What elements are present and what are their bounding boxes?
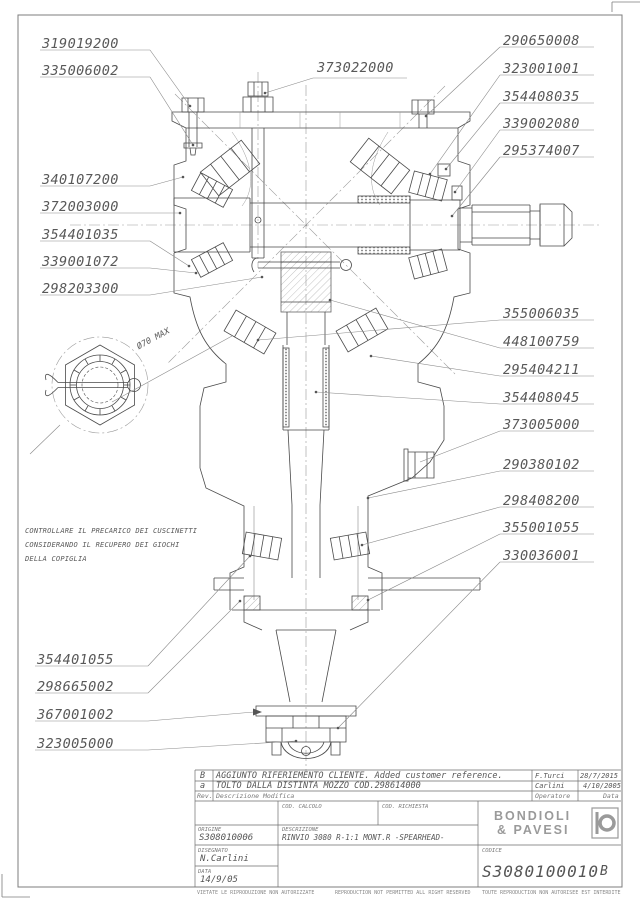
part-callout: 367001002	[37, 707, 114, 723]
bondioli-pavesi-logo-text: & PAVESI	[497, 823, 570, 837]
disegnato-label: DISEGNATO	[198, 848, 228, 854]
descrizione-label: DESCRIZIONE	[282, 827, 319, 833]
part-callout: 339001072	[42, 254, 119, 270]
origine-label: ORIGINE	[198, 827, 222, 833]
part-callout: 319019200	[42, 36, 119, 52]
disegnato-value: N.Carlini	[200, 854, 249, 864]
note-line: CONSIDERANDO IL RECUPERO DEI GIOCHI	[25, 541, 180, 549]
part-callout: 290650008	[503, 33, 580, 49]
part-callout: 339002080	[503, 116, 580, 132]
part-callout: 448100759	[503, 334, 580, 350]
part-callout: 323001001	[503, 61, 580, 77]
footer-notice-fr: TOUTE REPRODUCTION NON AUTORISEE EST INT…	[482, 890, 621, 896]
bondioli-pavesi-logo-mark	[591, 807, 619, 839]
cover-bolt-left	[181, 97, 205, 156]
breather-plug	[242, 81, 274, 259]
part-callout: 290380102	[503, 457, 580, 473]
part-callout: 355006035	[503, 306, 580, 322]
callout-leaders	[35, 46, 594, 751]
part-callout: 373005000	[503, 417, 580, 433]
note-line: CONTROLLARE IL PRECARICO DEI CUSCINETTI	[25, 527, 198, 535]
part-callout: 295374007	[503, 143, 580, 159]
footer-notice-it: VIETATE LE RIPRODUZIONE NON AUTORIZZATE	[197, 890, 315, 896]
revision-operator: Carlini	[535, 782, 565, 790]
cover-bolt-right	[411, 99, 435, 128]
part-callout: 354401035	[42, 227, 119, 243]
revision-date: 28/7/2015	[580, 772, 618, 780]
leader-endpoints	[178, 91, 457, 743]
centerlines	[51, 72, 600, 772]
gearbox-housing	[171, 111, 481, 631]
part-callout: 323005000	[37, 736, 114, 752]
revision-header-rev: Rev.	[197, 792, 213, 800]
bondioli-pavesi-logo-text: BONDIOLI	[494, 809, 572, 823]
revision-date: 4/10/2005	[583, 782, 621, 790]
cod-calcolo-label: COD. CALCOLO	[282, 804, 322, 810]
part-callout: 373022000	[317, 60, 394, 76]
codice-label: CODICE	[482, 848, 502, 854]
part-callout: 298408200	[503, 493, 580, 509]
data-label: DATA	[198, 869, 212, 875]
codice-value: S3080100010	[482, 862, 599, 881]
part-callout: 330036001	[503, 548, 580, 564]
part-callout: 340107200	[42, 172, 119, 188]
revision-header-date: Data	[603, 792, 619, 800]
revision-description: TOLTO DALLA DISTINTA MOZZO COD.298614000	[216, 781, 421, 791]
part-callout: 354408035	[503, 89, 580, 105]
output-shaft	[251, 251, 357, 759]
revision-header-operator: Operatore	[535, 792, 571, 800]
part-callout: 354408045	[503, 390, 580, 406]
title-block-grid	[194, 769, 621, 887]
castle-nut-detail-view	[29, 335, 233, 455]
revision-letter: B	[200, 771, 206, 781]
revision-description: AGGIUNTO RIFERIEMENTO CLIENTE. Added cus…	[216, 771, 503, 781]
part-callout: 298203300	[42, 281, 119, 297]
part-callout: 295404211	[503, 362, 580, 378]
origine-value: S308010006	[199, 833, 254, 843]
descrizione-value: RINVIO 3080 R-1:1 MONT.R -SPEARHEAD-	[282, 833, 445, 842]
revision-header-description: Descrizione Modifica	[216, 792, 295, 800]
footer-notice-en: REPRODUCTION NOT PERMITTED ALL RIGHT RES…	[335, 890, 471, 896]
part-callout: 354401055	[37, 652, 114, 668]
input-shaft	[173, 195, 573, 255]
part-callout: 335006002	[42, 63, 119, 79]
codice-revision-letter: B	[600, 864, 609, 879]
part-callout: 355001055	[503, 520, 580, 536]
bearings	[190, 137, 463, 561]
note-line: DELLA COPIGLIA	[25, 555, 87, 563]
revision-letter: a	[200, 781, 206, 791]
revision-operator: F.Turci	[535, 772, 565, 780]
data-value: 14/9/05	[200, 875, 238, 885]
inspection-note: CONTROLLARE IL PRECARICO DEI CUSCINETTI …	[25, 524, 197, 566]
cod-richiesta-label: COD. RICHIESTA	[382, 804, 429, 810]
part-callout: 372003000	[42, 199, 119, 215]
part-callout: 298665002	[37, 679, 114, 695]
